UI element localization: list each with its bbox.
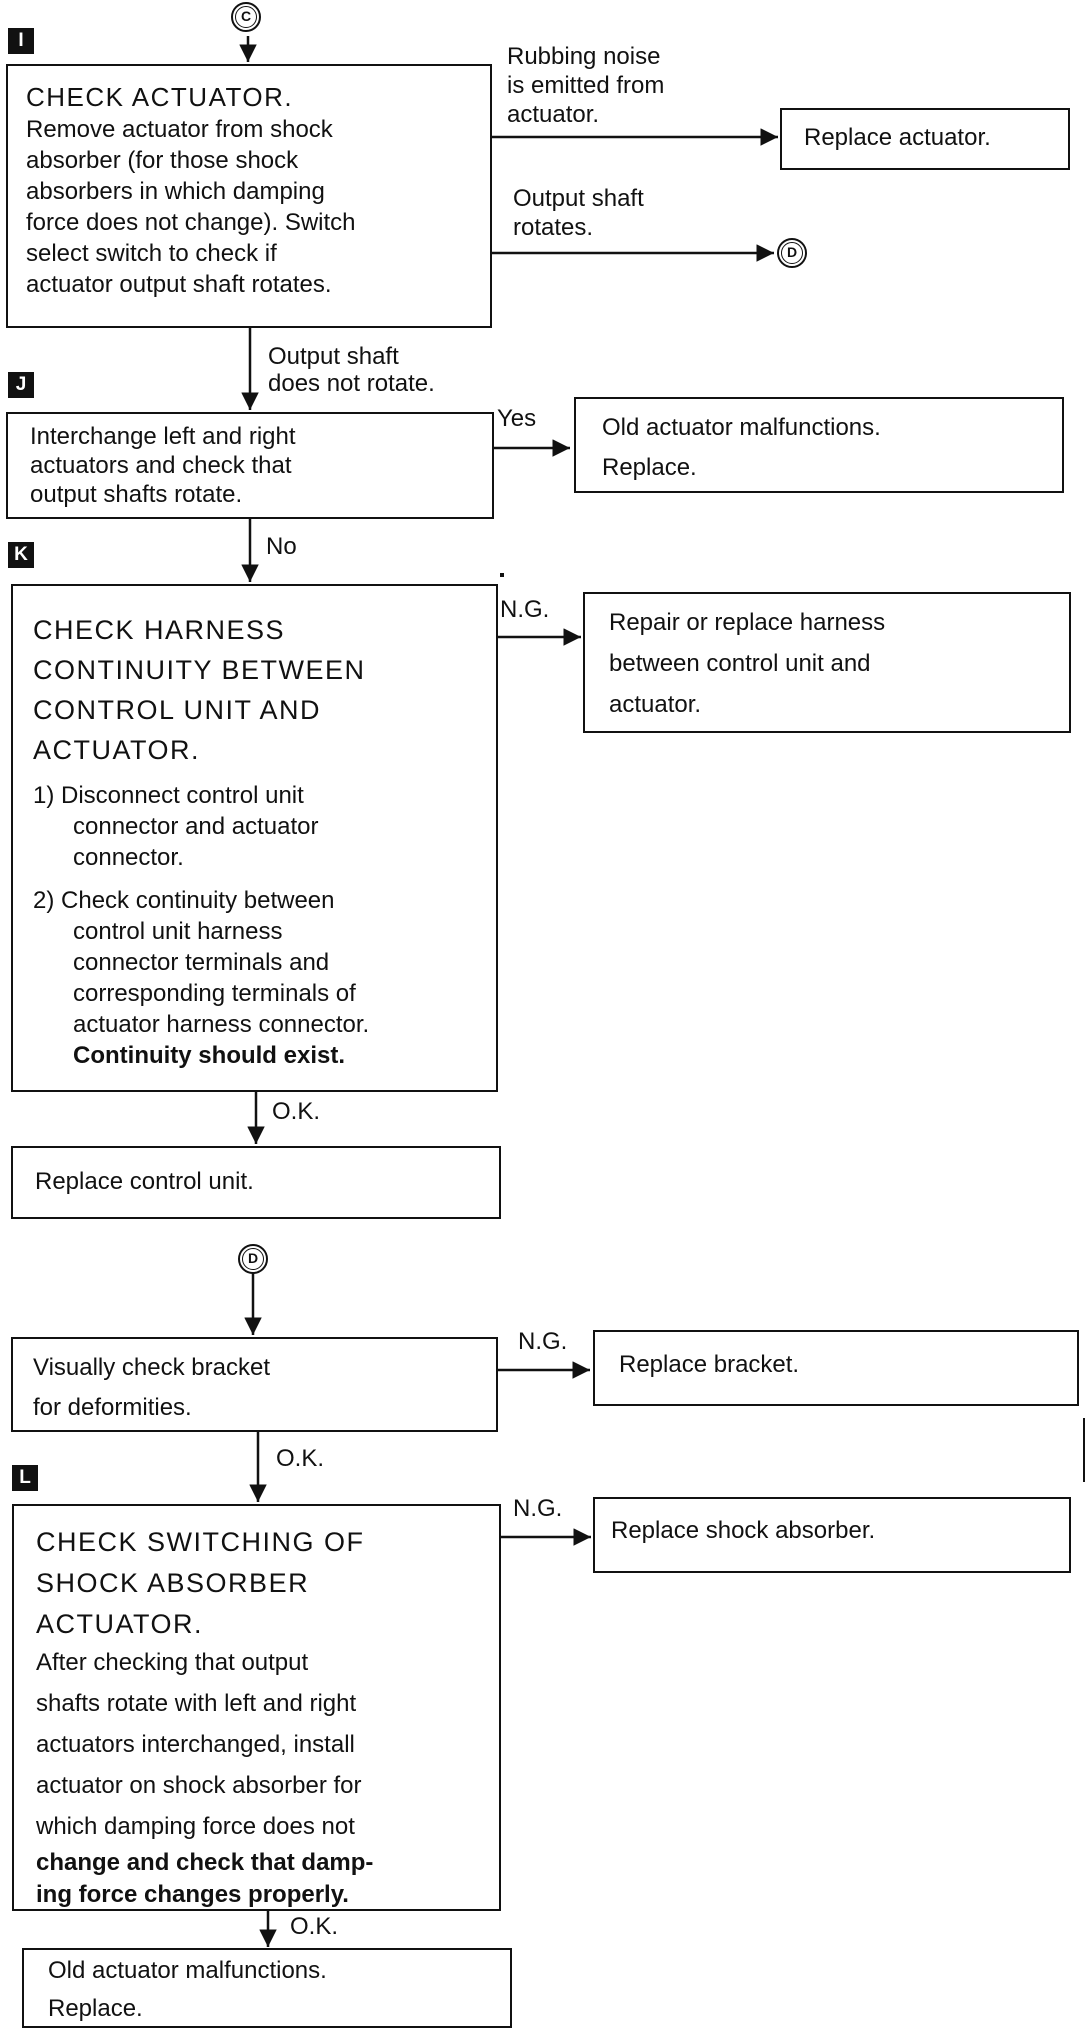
label-k-ng: N.G.: [500, 596, 550, 623]
box-check-switching-title: CHECK SWITCHING OF SHOCK ABSORBER ACTUAT…: [36, 1527, 365, 1639]
label-rubbing-noise: Rubbing noise is emitted from actuator.: [507, 43, 665, 128]
box-replace-actuator: Replace actuator.: [780, 108, 1070, 170]
box-interchange-actuators: Interchange left and right actuators and…: [6, 412, 494, 519]
box-old-actuator-malfunctions-text: Old actuator malfunctions. Replace.: [602, 414, 881, 481]
box-check-switching: CHECK SWITCHING OF SHOCK ABSORBER ACTUAT…: [12, 1504, 501, 1911]
label-bracket-ng: N.G.: [518, 1328, 568, 1355]
connector-c: C: [231, 2, 261, 32]
box-check-harness-step1: 1) Disconnect control unit connector and…: [33, 782, 319, 871]
box-replace-control-unit: Replace control unit.: [11, 1146, 501, 1219]
box-repair-harness-text: Repair or replace harness between contro…: [609, 609, 886, 718]
box-old-actuator-malfunctions: Old actuator malfunctions. Replace.: [574, 397, 1064, 493]
box-replace-shock-absorber-text: Replace shock absorber.: [611, 1517, 876, 1544]
box-check-harness-note: Continuity should exist.: [73, 1042, 346, 1069]
label-yes: Yes: [497, 405, 537, 432]
box-repair-harness: Repair or replace harness between contro…: [583, 592, 1071, 733]
box-check-switching-body: After checking that output shafts rotate…: [36, 1649, 362, 1840]
box-check-actuator-title: CHECK ACTUATOR.: [26, 82, 294, 112]
box-check-bracket: Visually check bracket for deformities.: [11, 1337, 498, 1432]
label-no: No: [266, 533, 297, 560]
step-label-k: K: [8, 542, 34, 568]
box-interchange-actuators-text: Interchange left and right actuators and…: [30, 423, 296, 508]
box-final-old-actuator: Old actuator malfunctions. Replace.: [22, 1948, 512, 2028]
box-check-harness-title: CHECK HARNESS CONTINUITY BETWEEN CONTROL…: [33, 615, 366, 765]
label-l-ng: N.G.: [513, 1495, 563, 1522]
scan-dot: [500, 573, 504, 577]
box-check-harness-continuity: CHECK HARNESS CONTINUITY BETWEEN CONTROL…: [11, 584, 498, 1092]
step-label-l: L: [12, 1465, 38, 1491]
box-replace-bracket-text: Replace bracket.: [619, 1351, 800, 1378]
connector-d-in: D: [238, 1244, 268, 1274]
label-output-shaft-does-not-rotate: Output shaft does not rotate.: [268, 343, 435, 397]
box-check-switching-body-bold: change and check that damp- ing force ch…: [36, 1849, 374, 1908]
label-k-ok: O.K.: [272, 1098, 321, 1125]
connector-d-out: D: [777, 238, 807, 268]
box-replace-actuator-text: Replace actuator.: [804, 124, 991, 151]
label-output-shaft-rotates: Output shaft rotates.: [513, 185, 644, 241]
step-label-j: J: [8, 372, 34, 398]
label-bracket-ok: O.K.: [276, 1445, 325, 1472]
box-replace-control-unit-text: Replace control unit.: [35, 1168, 254, 1195]
step-label-i: I: [8, 28, 34, 54]
box-final-old-actuator-text: Old actuator malfunctions. Replace.: [48, 1957, 327, 2022]
label-l-ok: O.K.: [290, 1913, 339, 1940]
box-check-actuator: CHECK ACTUATOR. Remove actuator from sho…: [6, 64, 492, 328]
box-check-bracket-text: Visually check bracket for deformities.: [33, 1354, 270, 1421]
box-replace-bracket: Replace bracket.: [593, 1330, 1079, 1406]
margin-mark: [1083, 1418, 1085, 1482]
box-check-harness-step2: 2) Check continuity between control unit…: [33, 887, 370, 1038]
box-check-actuator-body: Remove actuator from shock absorber (for…: [26, 116, 356, 298]
box-replace-shock-absorber: Replace shock absorber.: [593, 1497, 1071, 1573]
